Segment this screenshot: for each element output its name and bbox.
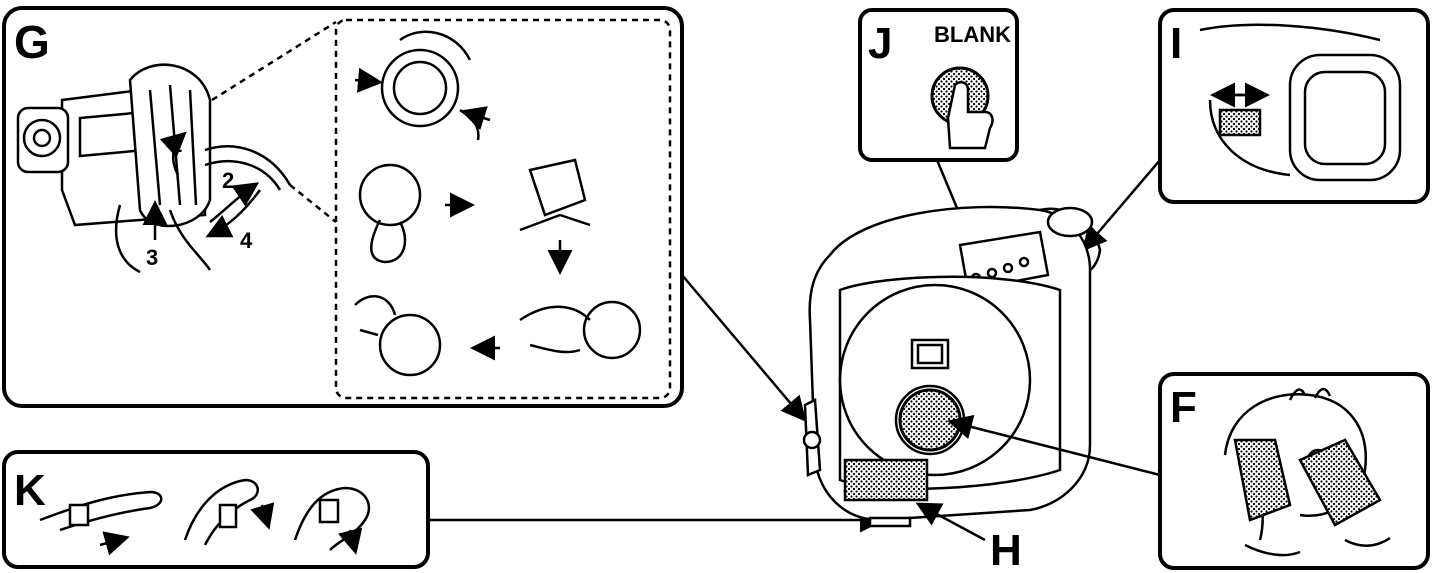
grip-step-arrows [142, 131, 261, 240]
leader-f [947, 414, 1161, 477]
lens-cleaning-illustration [1223, 387, 1391, 557]
light-sensor-area [843, 458, 929, 502]
panel-f: F [1158, 372, 1430, 570]
panel-f-frame [1158, 372, 1430, 570]
callout-h: H [990, 526, 1022, 573]
leader-g [681, 274, 807, 422]
step-1: 1 [170, 132, 182, 157]
panel-g: G 1 2 3 4 [2, 6, 684, 408]
panel-j-letter: J [868, 19, 892, 68]
leader-i [1081, 159, 1161, 252]
step-3: 3 [146, 245, 158, 270]
step-4: 4 [240, 228, 253, 253]
blank-button-label: BLANK [934, 22, 1011, 47]
panel-j: J BLANK [858, 8, 1019, 162]
panel-k: K [2, 450, 430, 569]
camcorder-front [802, 205, 1102, 528]
lens [898, 388, 962, 452]
pressing-finger [946, 81, 994, 150]
viewfinder-illustration [1199, 23, 1402, 182]
panel-f-letter: F [1170, 383, 1197, 432]
grip-belt-illustration [16, 63, 292, 274]
step-2: 2 [222, 168, 234, 193]
panel-g-letter: G [14, 16, 50, 68]
leader-h [915, 502, 986, 542]
shoulder-strap-illustration [39, 478, 371, 556]
zoom-lines [211, 20, 337, 223]
lens-cap-steps [354, 30, 642, 377]
panel-i-letter: I [1170, 19, 1182, 68]
panel-i: I [1158, 8, 1430, 204]
lens-cap-detail-box [334, 18, 672, 400]
panel-k-letter: K [14, 466, 46, 515]
